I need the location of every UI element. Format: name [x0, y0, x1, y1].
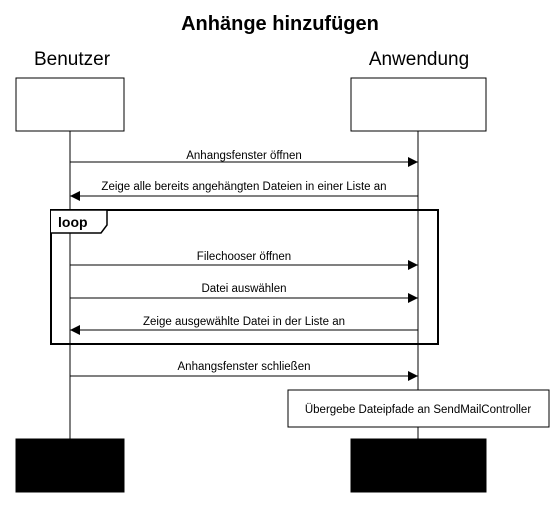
participant-head-benutzer: [15, 77, 125, 132]
note-text: Übergebe Dateipfade an SendMailControlle…: [305, 404, 531, 416]
loop-frame: [50, 209, 439, 345]
participant-foot-anwendung: [350, 438, 487, 493]
diagram-title: Anhänge hinzufügen: [181, 13, 379, 35]
message-label-4: Datei auswählen: [201, 283, 286, 295]
message-label-6: Anhangsfenster schließen: [178, 361, 311, 373]
participant-label-benutzer: Benutzer: [34, 49, 111, 70]
message-label-1: Anhangsfenster öffnen: [186, 150, 302, 162]
message-label-3: Filechooser öffnen: [197, 251, 291, 263]
note-box: [287, 389, 550, 428]
loop-label: loop: [58, 214, 88, 230]
participant-head-anwendung: [350, 77, 487, 132]
loop-label-tab: [51, 209, 108, 234]
participant-foot-benutzer: [15, 438, 125, 493]
message-label-2: Zeige alle bereits angehängten Dateien i…: [101, 181, 386, 193]
message-label-5: Zeige ausgewählte Datei in der Liste an: [143, 316, 345, 328]
participant-label-anwendung: Anwendung: [369, 49, 469, 70]
